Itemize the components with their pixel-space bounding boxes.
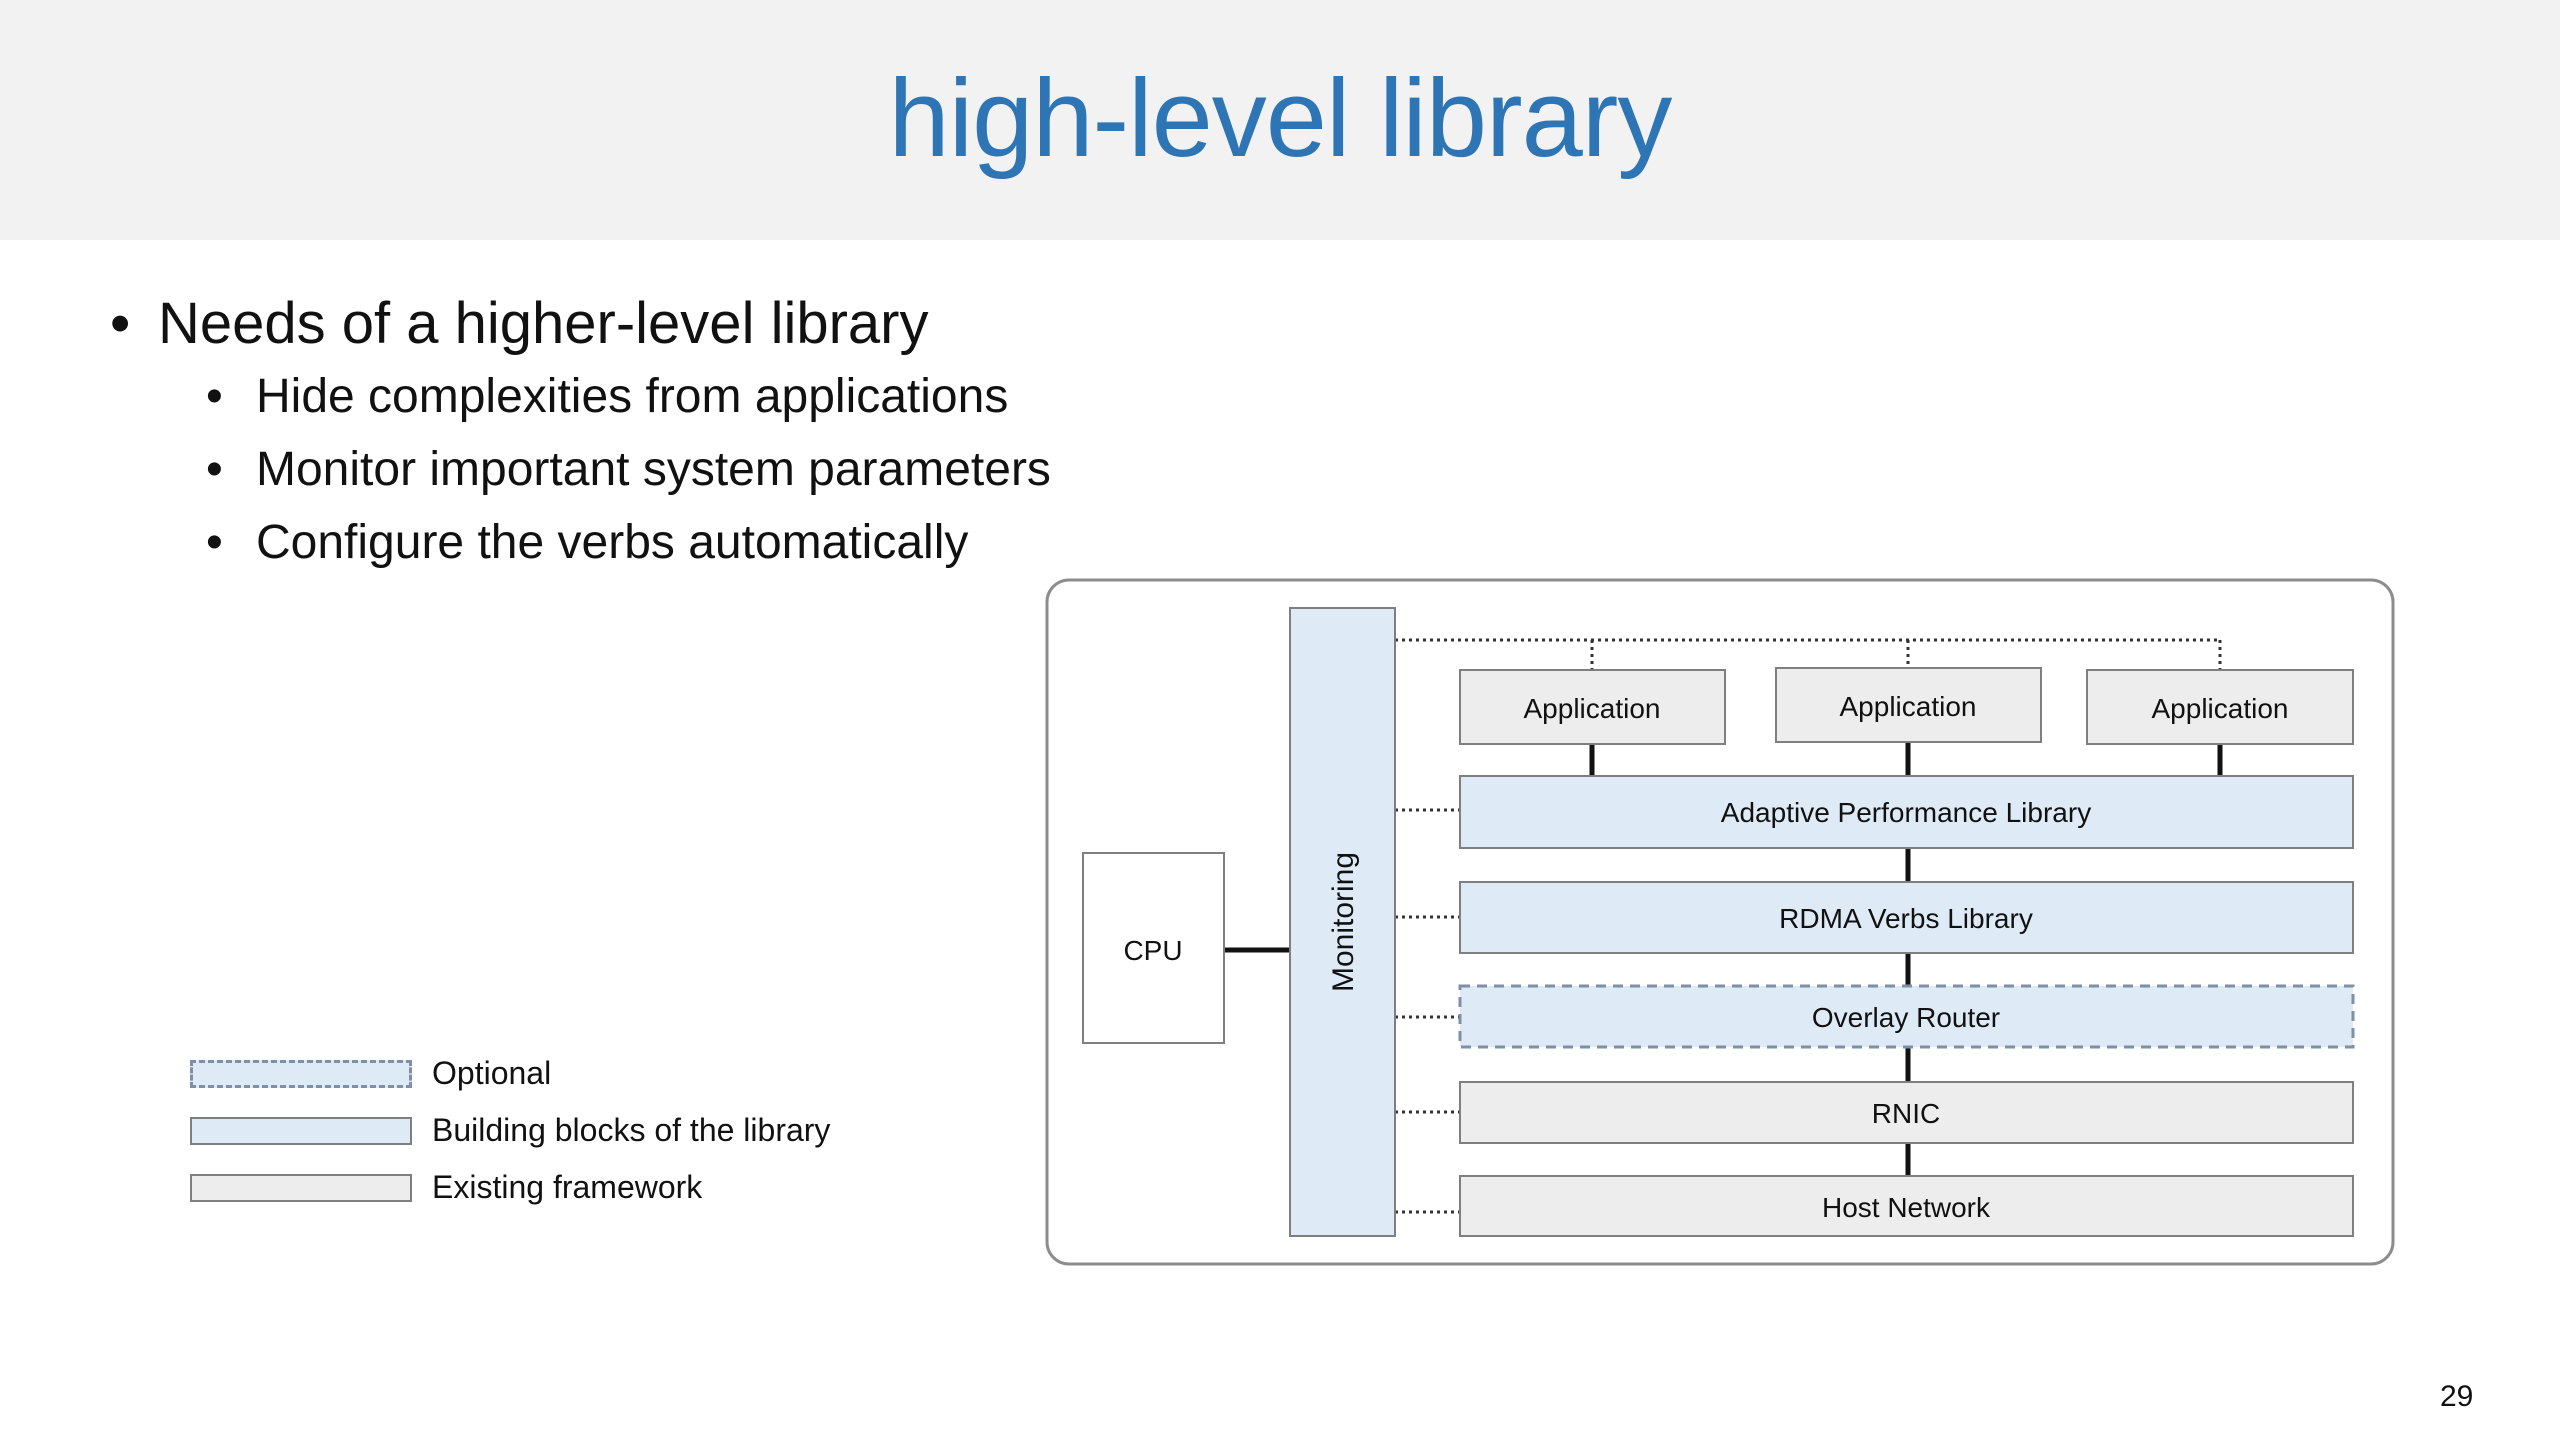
monitoring-box [1289,607,1396,1237]
bullet-sub-1: Hide complexities from applications [206,369,1051,424]
cpu-box [1082,852,1225,1044]
monitoring-app-links [1395,638,2222,670]
bullet-main: Needs of a higher-level library [110,290,1051,357]
application-box-1 [1459,669,1726,745]
legend: Optional Building blocks of the library … [190,1045,830,1216]
legend-swatch-optional [190,1059,412,1088]
monitoring-label: Monitoring [1327,852,1360,992]
verbs-library-box [1459,881,2354,954]
legend-existing: Existing framework [190,1159,830,1216]
application-label-3: Application [2152,693,2289,724]
legend-label-blocks: Building blocks of the library [432,1112,831,1148]
overlay-router-box [1458,984,2355,1049]
application-label-1: Application [1524,693,1661,724]
adaptive-library-box [1459,775,2354,849]
stack-connectors [1224,742,2223,1176]
application-label-2: Application [1840,691,1977,722]
bullet-list: Needs of a higher-level library Hide com… [110,290,1051,588]
bullet-sub-3: Configure the verbs automatically [206,515,1051,570]
cpu-label: CPU [1123,935,1182,966]
legend-optional: Optional [190,1045,830,1102]
adaptive-library-label: Adaptive Performance Library [1721,797,2091,828]
slide-title: high-level library [888,57,1673,180]
bullet-sub-2: Monitor important system parameters [206,442,1051,497]
legend-blocks: Building blocks of the library [190,1102,830,1159]
title-bar [0,0,2560,240]
legend-label-existing: Existing framework [432,1169,703,1205]
verbs-library-label: RDMA Verbs Library [1779,903,2033,934]
host-network-box [1459,1175,2354,1237]
rnic-box [1459,1081,2354,1144]
application-box-3 [2086,669,2354,745]
legend-label-optional: Optional [432,1055,552,1091]
application-box-2 [1775,667,2042,743]
legend-swatch-existing [190,1173,412,1202]
overlay-router-label: Overlay Router [1812,1002,2000,1033]
page-number: 29 [2440,1380,2474,1413]
rnic-label: RNIC [1872,1098,1940,1129]
legend-swatch-blocks [190,1116,412,1145]
host-network-label: Host Network [1822,1192,1991,1223]
